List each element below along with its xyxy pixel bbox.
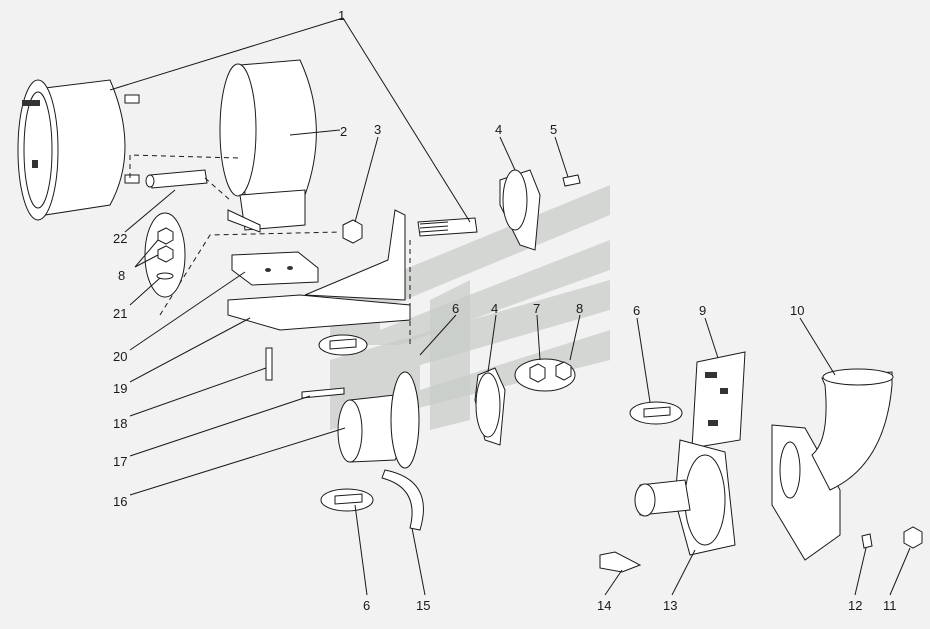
- callout-6b: 6: [633, 303, 640, 318]
- callout-13: 13: [663, 598, 677, 613]
- callout-11: 11: [883, 598, 897, 613]
- seal-15-part: [381, 469, 424, 531]
- screw-5-part: [562, 174, 581, 187]
- callout-20: 20: [113, 349, 127, 364]
- callout-8a: 8: [576, 301, 583, 316]
- gauge-part: [17, 79, 140, 221]
- screw-6b-part: [629, 401, 683, 425]
- socket-16-part: [337, 371, 420, 469]
- callout-7: 7: [533, 301, 540, 316]
- bolt-14-part: [599, 551, 642, 573]
- callout-9: 9: [699, 303, 706, 318]
- callout-4a: 4: [495, 122, 502, 137]
- callout-2: 2: [340, 124, 347, 139]
- screw-17-part: [301, 387, 345, 399]
- elbow-10-part: [771, 368, 894, 561]
- screw-6c-part: [320, 488, 374, 512]
- flange-4a-part: [499, 169, 541, 251]
- callout-17: 17: [113, 454, 127, 469]
- screw-6a-part: [318, 334, 368, 356]
- nut-7-8-group: [514, 358, 576, 392]
- callout-6a: 6: [452, 301, 459, 316]
- flange-4b-part: [474, 367, 506, 446]
- callout-8b: 8: [118, 268, 125, 283]
- callout-16: 16: [113, 494, 127, 509]
- nut-part: [342, 219, 363, 244]
- callout-18: 18: [113, 416, 127, 431]
- base-bracket-part: [227, 209, 411, 331]
- callout-3: 3: [374, 122, 381, 137]
- callout-5: 5: [550, 122, 557, 137]
- callout-10: 10: [790, 303, 804, 318]
- switch-housing-13-part: [634, 439, 736, 556]
- housing-part: [219, 59, 317, 233]
- nut-11-part: [903, 526, 923, 549]
- callout-12: 12: [848, 598, 862, 613]
- callout-22: 22: [113, 231, 127, 246]
- callout-1: 1: [338, 8, 345, 23]
- callout-15: 15: [416, 598, 430, 613]
- leader-lines: [109, 17, 911, 596]
- callout-6c: 6: [363, 598, 370, 613]
- mounting-plate-part: [231, 251, 319, 286]
- threaded-stud-part: [417, 217, 478, 237]
- callout-4b: 4: [491, 301, 498, 316]
- nut-washer-group: [144, 212, 186, 298]
- washer-12-part: [861, 533, 873, 549]
- label-plate-9-part: [691, 351, 746, 449]
- bolt-18-part: [265, 347, 273, 381]
- callout-21: 21: [113, 306, 127, 321]
- callout-19: 19: [113, 381, 127, 396]
- spacer-rod-part: [145, 169, 208, 189]
- callout-labels: 1 2 3 4 5 6 7 8 4 6 9 10 22 8 21 20 19 1…: [113, 8, 897, 613]
- callout-14: 14: [597, 598, 611, 613]
